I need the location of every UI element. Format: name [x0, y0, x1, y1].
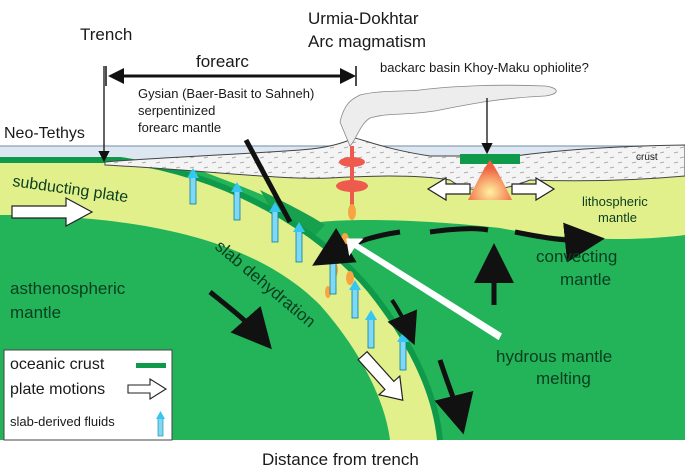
legend: oceanic crust plate motions slab-derived…	[3, 349, 173, 441]
gysian-label-line3: forearc mantle	[138, 120, 221, 135]
fluid-column	[365, 310, 377, 349]
hydrous-melting-pointer	[346, 238, 502, 341]
backarc-melt-zone	[468, 160, 512, 200]
fluid-columns	[187, 168, 409, 371]
melt-blob-4	[346, 271, 354, 285]
plate-motion-arrow-2	[357, 350, 404, 402]
legend-fluid-icon	[157, 417, 164, 437]
convecting-label-line1: convecting	[536, 247, 617, 266]
neo-tethys-label: Neo-Tethys	[4, 125, 85, 142]
magma-chamber-lower	[336, 180, 368, 192]
trench-label: Trench	[80, 25, 132, 44]
lithospheric-mantle-zone	[185, 165, 685, 240]
lithospheric-label-line2: mantle	[598, 210, 637, 225]
arc-label-line1: Urmia-Dokhtar	[308, 9, 419, 28]
continental-crust	[104, 137, 685, 191]
legend-fluid-arrow-icon	[156, 411, 165, 419]
hydrous-label-line2: melting	[536, 369, 591, 388]
backarc-ridge-crust	[460, 154, 520, 164]
plate-motion-arrow-1	[11, 196, 94, 228]
fluid-column	[231, 182, 243, 221]
magma-chamber-upper	[339, 157, 365, 167]
legend-oceanic-crust-swatch	[136, 363, 166, 368]
convection-arrow-down	[434, 359, 474, 435]
melt-blob-5	[325, 286, 331, 298]
convection-arrow-asthenosphere	[208, 290, 272, 350]
forearc-label: forearc	[196, 52, 249, 71]
hydrous-label-line1: hydrous mantle	[496, 347, 612, 366]
gysian-pointer-arrow	[243, 138, 293, 224]
fluid-column	[187, 168, 199, 205]
convection-arrow-wedge-2	[429, 226, 489, 235]
convection-arrow-slab	[387, 298, 418, 346]
gysian-label-line1: Gysian (Baer-Basit to Sahneh)	[138, 86, 314, 101]
fluid-column	[349, 280, 361, 319]
fluid-column	[269, 202, 281, 243]
convecting-label-line2: mantle	[560, 270, 611, 289]
asthenospheric-label-line1: asthenospheric	[10, 279, 126, 298]
spreading-arrow-right	[511, 176, 556, 202]
forearc-extent-arrow	[105, 66, 357, 86]
gysian-label-line2: serpentinized	[138, 103, 215, 118]
legend-slab-fluids-label: slab-derived fluids	[10, 414, 115, 429]
spreading-arrow-left	[426, 176, 471, 202]
asthenospheric-label-line2: mantle	[10, 303, 61, 322]
fluid-column	[293, 222, 305, 263]
convection-arrow-right	[514, 222, 605, 263]
melt-blob-1	[348, 204, 356, 220]
arc-label-line2: Arc magmatism	[308, 32, 426, 51]
backarc-label: backarc basin Khoy-Maku ophiolite?	[380, 60, 589, 75]
crust-label: crust	[636, 152, 658, 163]
legend-plate-motion-arrow-icon	[127, 378, 168, 400]
legend-oceanic-crust-label: oceanic crust	[10, 356, 105, 373]
legend-plate-motions-label: plate motions	[10, 381, 105, 398]
x-axis-label: Distance from trench	[262, 450, 419, 469]
volcanic-plume	[339, 84, 557, 147]
lithospheric-label-line1: lithospheric	[582, 194, 648, 209]
